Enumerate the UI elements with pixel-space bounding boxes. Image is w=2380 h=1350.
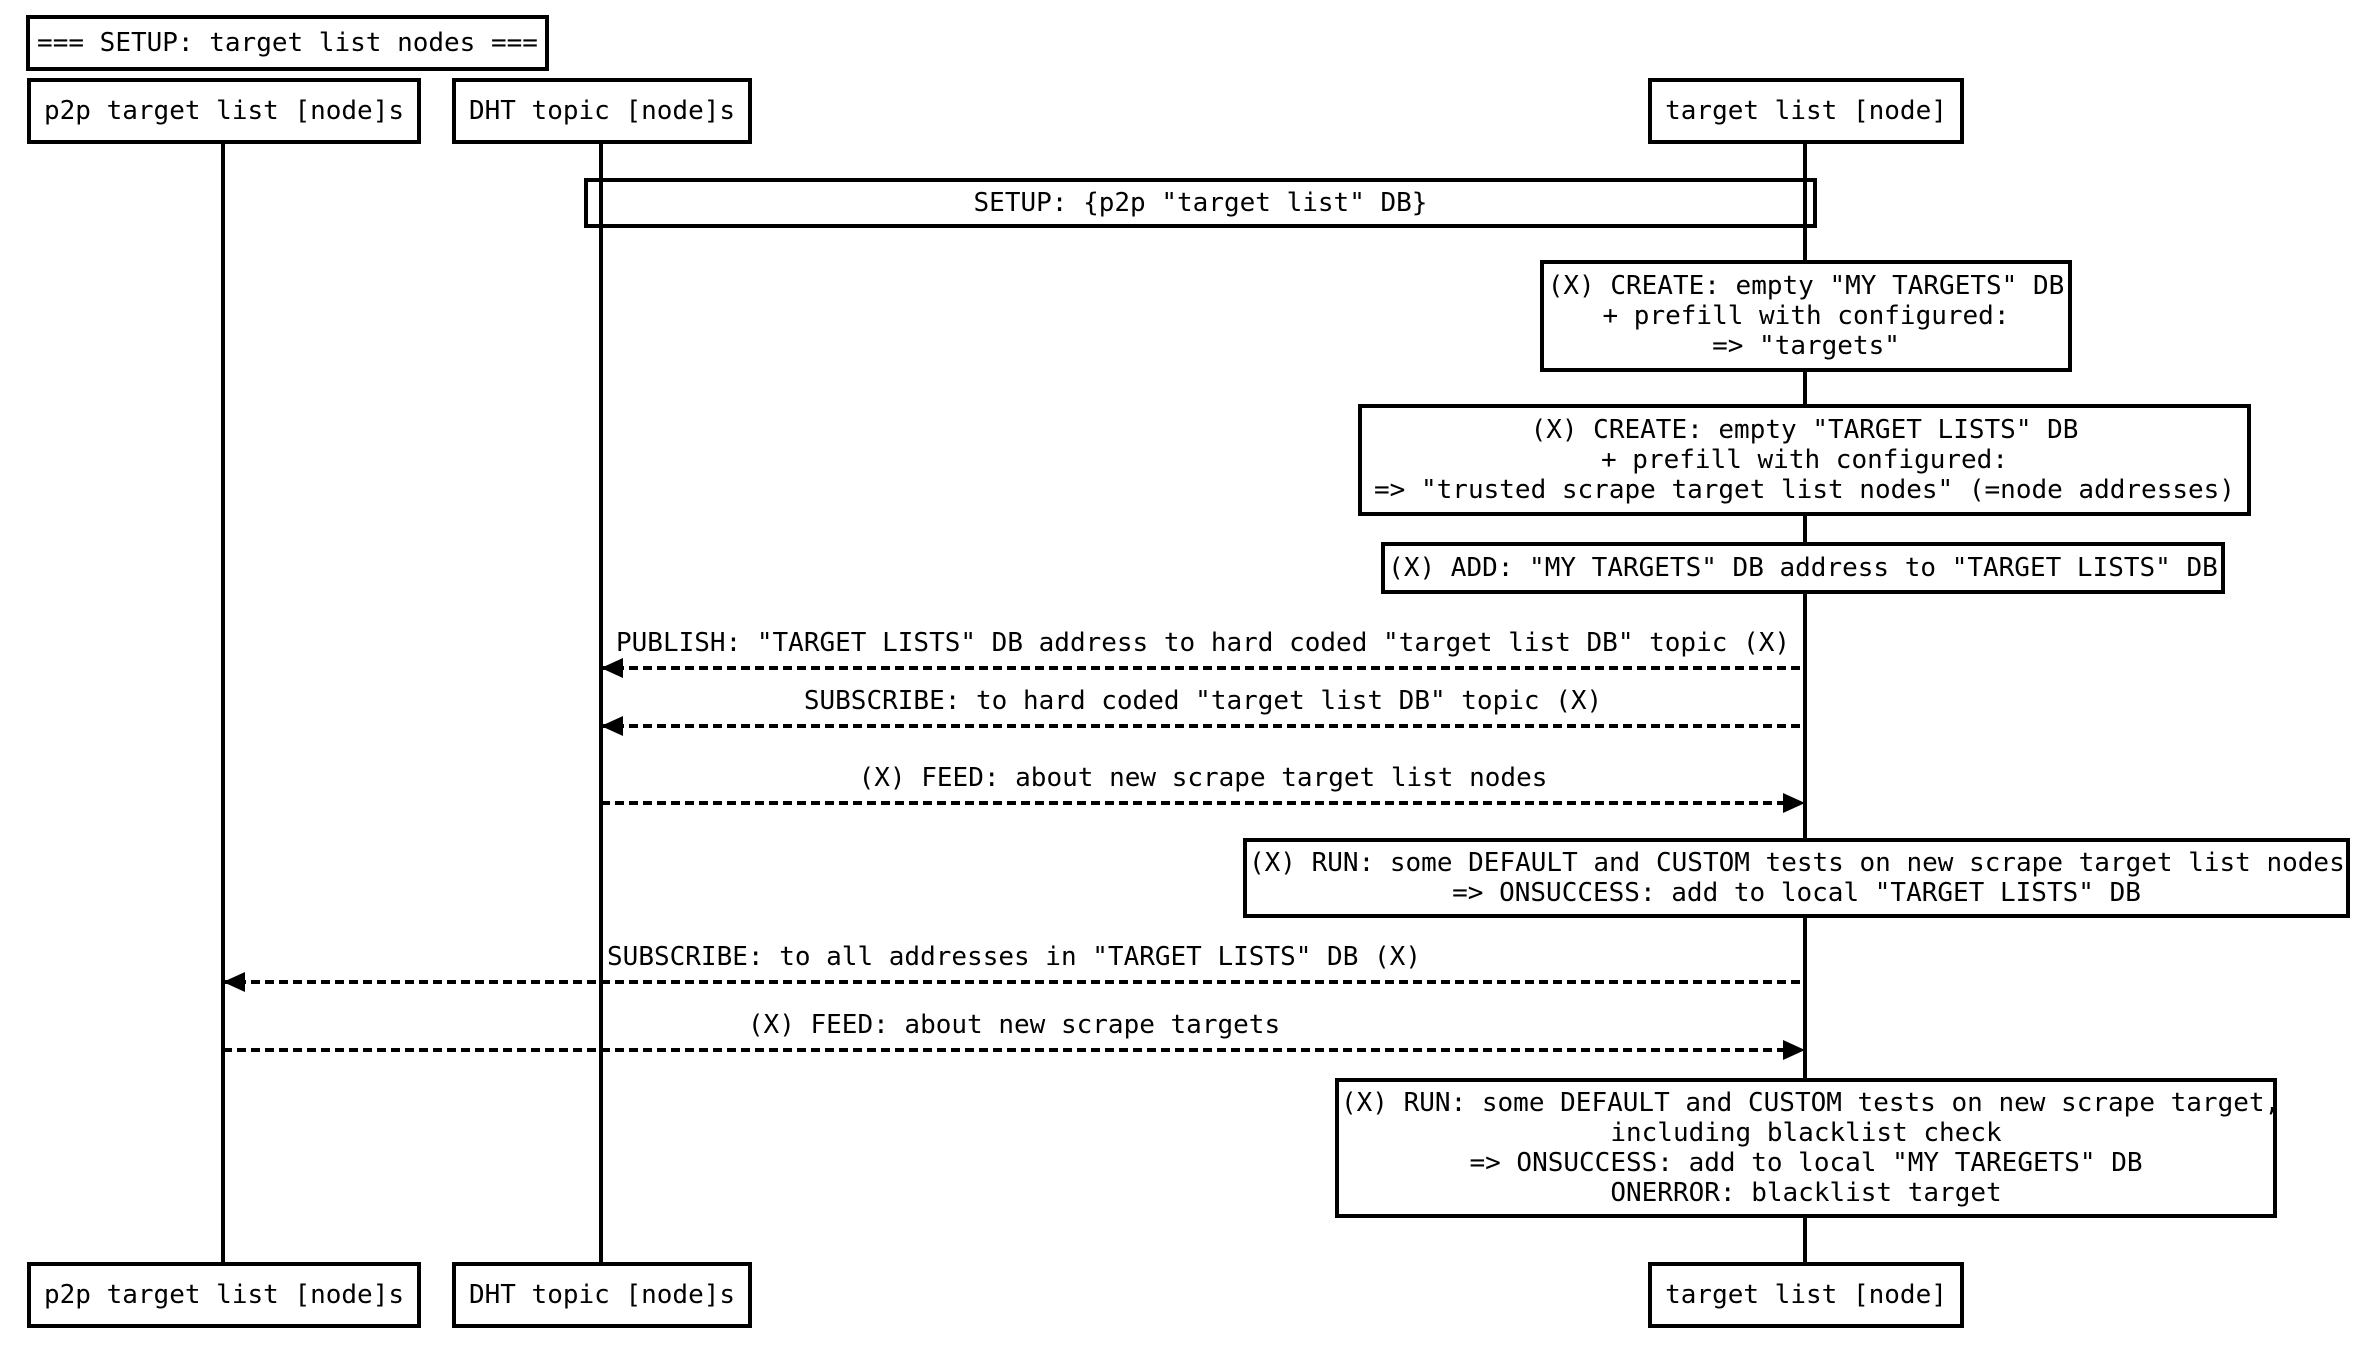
note-line: (X) ADD: "MY TARGETS" DB address to "TAR… bbox=[1388, 553, 2218, 583]
actor-bottom-target-list: target list [node] bbox=[1648, 1262, 1964, 1328]
note-line: ONERROR: blacklist target bbox=[1610, 1178, 2002, 1208]
actor-label: target list [node] bbox=[1665, 96, 1947, 126]
note-line: + prefill with configured: bbox=[1602, 301, 2010, 331]
actor-top-p2p-target-list: p2p target list [node]s bbox=[27, 78, 421, 144]
actor-label: DHT topic [node]s bbox=[468, 1280, 736, 1310]
actor-label: target list [node] bbox=[1665, 1280, 1947, 1310]
actor-bottom-dht-topic: DHT topic [node]s bbox=[452, 1262, 752, 1328]
note-create-my-targets-db: (X) CREATE: empty "MY TARGETS" DB + pref… bbox=[1540, 260, 2072, 372]
note-add-my-targets-address: (X) ADD: "MY TARGETS" DB address to "TAR… bbox=[1381, 542, 2225, 594]
note-create-target-lists-db: (X) CREATE: empty "TARGET LISTS" DB + pr… bbox=[1358, 404, 2251, 516]
setup-frame-label: SETUP: {p2p "target list" DB} bbox=[973, 188, 1428, 218]
actor-label: DHT topic [node]s bbox=[468, 96, 736, 126]
diagram-title-label: === SETUP: target list nodes === bbox=[37, 28, 538, 58]
actor-bottom-p2p-target-list: p2p target list [node]s bbox=[27, 1262, 421, 1328]
note-line: (X) CREATE: empty "MY TARGETS" DB bbox=[1547, 271, 2065, 301]
note-line: (X) RUN: some DEFAULT and CUSTOM tests o… bbox=[1249, 848, 2345, 878]
dashed-arrow-right-icon bbox=[601, 801, 1805, 805]
note-line: (X) RUN: some DEFAULT and CUSTOM tests o… bbox=[1341, 1088, 2281, 1118]
dashed-arrow-left-icon bbox=[223, 980, 1805, 984]
note-line: + prefill with configured: bbox=[1601, 445, 2008, 475]
dashed-arrow-left-icon bbox=[601, 666, 1805, 670]
message-label: SUBSCRIBE: to hard coded "target list DB… bbox=[799, 686, 1607, 716]
note-line: => ONSUCCESS: add to local "MY TAREGETS"… bbox=[1469, 1148, 2143, 1178]
message-label: PUBLISH: "TARGET LISTS" DB address to ha… bbox=[612, 628, 1794, 658]
actor-label: p2p target list [node]s bbox=[43, 96, 405, 126]
diagram-title: === SETUP: target list nodes === bbox=[26, 15, 549, 71]
note-line: including blacklist check bbox=[1610, 1118, 2002, 1148]
lifeline-target-list bbox=[1803, 144, 1807, 1262]
dashed-arrow-left-icon bbox=[601, 724, 1805, 728]
note-line: (X) CREATE: empty "TARGET LISTS" DB bbox=[1530, 415, 2079, 445]
message-label: (X) FEED: about new scrape target list n… bbox=[854, 763, 1552, 793]
lifeline-dht-topic bbox=[599, 144, 603, 1262]
note-run-tests-new-target: (X) RUN: some DEFAULT and CUSTOM tests o… bbox=[1335, 1078, 2281, 1218]
message-label: SUBSCRIBE: to all addresses in "TARGET L… bbox=[603, 942, 1425, 972]
dashed-arrow-right-icon bbox=[223, 1048, 1805, 1052]
actor-top-target-list: target list [node] bbox=[1648, 78, 1964, 144]
note-run-tests-list-nodes: (X) RUN: some DEFAULT and CUSTOM tests o… bbox=[1243, 838, 2350, 918]
setup-frame: SETUP: {p2p "target list" DB} bbox=[584, 178, 1817, 228]
actor-label: p2p target list [node]s bbox=[43, 1280, 405, 1310]
note-line: => ONSUCCESS: add to local "TARGET LISTS… bbox=[1452, 878, 2141, 908]
note-line: => "trusted scrape target list nodes" (=… bbox=[1374, 475, 2235, 505]
lifeline-p2p-target-list bbox=[221, 144, 225, 1262]
note-line: => "targets" bbox=[1712, 331, 1900, 361]
message-label: (X) FEED: about new scrape targets bbox=[743, 1010, 1285, 1040]
actor-top-dht-topic: DHT topic [node]s bbox=[452, 78, 752, 144]
